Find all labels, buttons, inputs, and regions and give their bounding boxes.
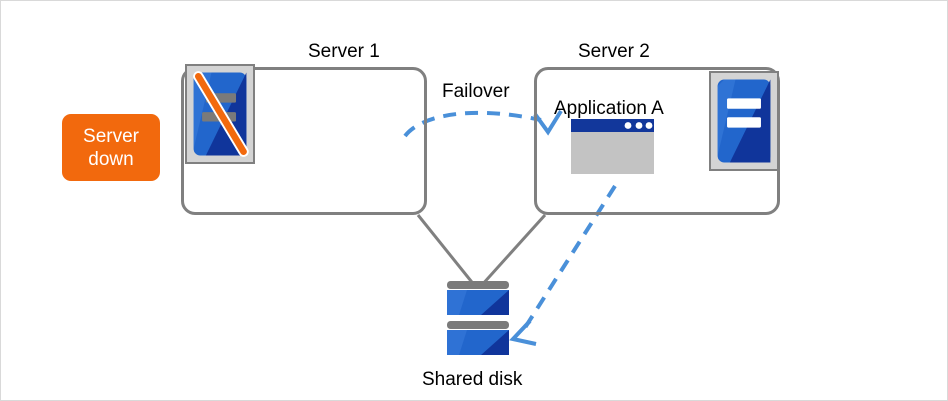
- server-disk-links: [416, 213, 547, 288]
- application-a-label: Application A: [554, 98, 664, 119]
- disk-access-arrow: [509, 184, 617, 346]
- status-badge-line2: down: [88, 148, 134, 170]
- server-1-title: Server 1: [308, 41, 380, 62]
- server-1-box: [181, 67, 427, 215]
- server-rack-disabled-icon: [185, 64, 255, 164]
- server-rack-icon: [709, 71, 779, 171]
- status-badge-line1: Server: [83, 125, 139, 147]
- failover-label: Failover: [442, 81, 510, 102]
- failover-arrow: [403, 109, 563, 138]
- server-down-badge: Server down: [62, 114, 160, 181]
- application-window-icon: [571, 119, 654, 174]
- server-2-title: Server 2: [578, 41, 650, 62]
- shared-disk-label: Shared disk: [422, 369, 523, 390]
- disk-stack-icon: [445, 281, 511, 359]
